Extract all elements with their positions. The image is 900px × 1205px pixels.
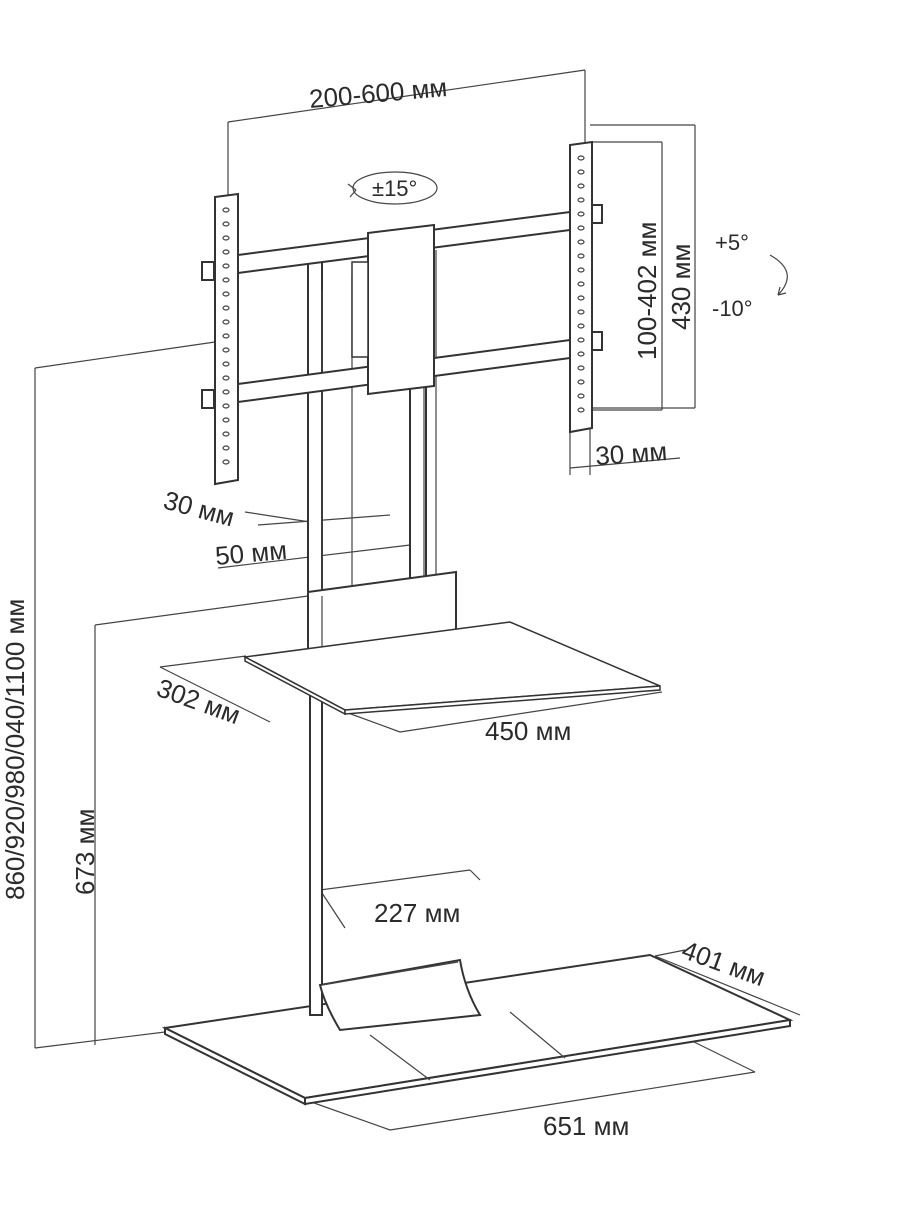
- glass-shelf: [242, 621, 661, 716]
- label-shelf-depth: 302 мм: [153, 672, 244, 730]
- mounting-hole: [577, 393, 585, 399]
- mounting-hole: [577, 169, 585, 175]
- mounting-hole: [577, 183, 585, 189]
- mounting-hole: [222, 207, 230, 213]
- mounting-hole: [222, 333, 230, 339]
- label-base-width: 651 мм: [543, 1111, 629, 1141]
- mounting-hole: [577, 253, 585, 259]
- label-shelf-width: 450 мм: [485, 716, 571, 746]
- vesa-bracket: [201, 140, 603, 486]
- label-shelf-height: 673 мм: [70, 809, 100, 895]
- mounting-hole: [577, 337, 585, 343]
- mounting-hole: [577, 323, 585, 329]
- label-tilt-up: +5°: [715, 230, 749, 255]
- mounting-hole: [222, 445, 230, 451]
- mounting-hole: [222, 417, 230, 423]
- bracket-holes-right: [577, 155, 585, 413]
- label-vesa-width: 200-600 мм: [308, 72, 448, 114]
- mounting-hole: [577, 155, 585, 161]
- label-bracket-depth: 30 мм: [594, 436, 668, 471]
- mounting-hole: [222, 403, 230, 409]
- mounting-hole: [577, 197, 585, 203]
- mounting-hole: [222, 431, 230, 437]
- mounting-hole: [222, 389, 230, 395]
- mounting-hole: [577, 407, 585, 413]
- mounting-hole: [577, 295, 585, 301]
- mounting-hole: [222, 347, 230, 353]
- base-plate: [161, 953, 794, 1106]
- mounting-hole: [222, 277, 230, 283]
- mounting-hole: [222, 235, 230, 241]
- bracket-holes-left: [222, 207, 230, 465]
- tilt-arrow: [769, 254, 788, 296]
- mounting-hole: [577, 239, 585, 245]
- mounting-hole: [222, 291, 230, 297]
- swivel-arrow: [347, 171, 438, 205]
- mounting-hole: [222, 361, 230, 367]
- mounting-hole: [577, 379, 585, 385]
- label-column-base-width: 227 мм: [374, 898, 460, 928]
- mounting-hole: [222, 375, 230, 381]
- label-bracket-height: 430 мм: [666, 244, 696, 330]
- mounting-hole: [577, 267, 585, 273]
- label-swivel: ±15°: [372, 176, 417, 201]
- mounting-hole: [222, 305, 230, 311]
- mounting-hole: [222, 459, 230, 465]
- mounting-hole: [577, 281, 585, 287]
- label-column-depth: 50 мм: [214, 535, 288, 571]
- label-vesa-height: 100-402 мм: [632, 222, 662, 360]
- label-column-width: 30 мм: [160, 485, 237, 533]
- mounting-hole: [577, 211, 585, 217]
- mounting-hole: [222, 249, 230, 255]
- mounting-hole: [222, 221, 230, 227]
- mounting-hole: [577, 365, 585, 371]
- dimension-lines: [34, 69, 801, 1131]
- mounting-hole: [577, 351, 585, 357]
- mounting-hole: [577, 309, 585, 315]
- mounting-hole: [222, 263, 230, 269]
- mounting-hole: [577, 225, 585, 231]
- label-tilt-down: -10°: [712, 296, 753, 321]
- mounting-hole: [222, 319, 230, 325]
- label-total-height: 860/920/980/040/1100 мм: [0, 599, 30, 900]
